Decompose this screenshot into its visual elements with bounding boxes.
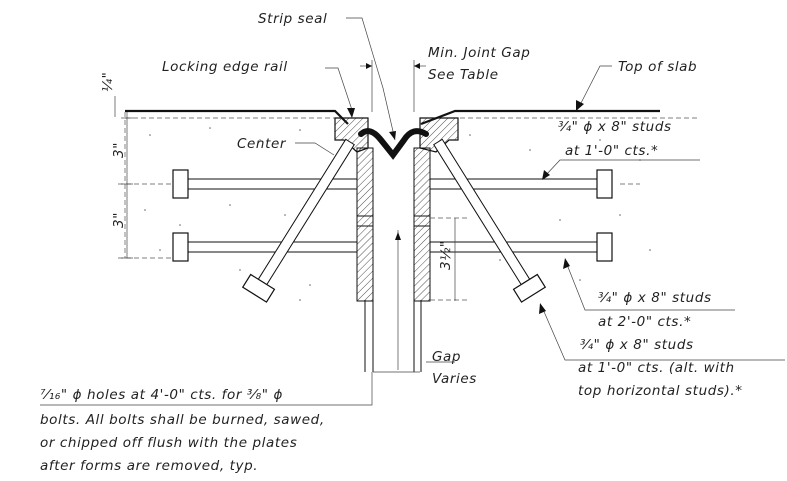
studs-top-line2: at 1'-0" cts.* (565, 143, 658, 159)
locking-edge-rail-label: Locking edge rail (162, 59, 288, 75)
studs-top-line1: ¾" ϕ x 8" studs (558, 119, 672, 135)
leader-lines (40, 17, 785, 406)
vertical-plate-left (356, 147, 374, 372)
strip-seal-label: Strip seal (258, 11, 327, 27)
studs-mid-line2: at 2'-0" cts.* (598, 314, 691, 330)
dim-3-inch-lower: 3" (111, 212, 127, 228)
center-label: Center (237, 136, 287, 152)
dim-3-inch-upper: 3" (111, 142, 127, 158)
studs-low-line1: ¾" ϕ x 8" studs (580, 337, 694, 353)
dimension-lines (114, 60, 470, 373)
note-line2: bolts. All bolts shall be burned, sawed, (40, 412, 325, 428)
concrete-slab (118, 109, 700, 301)
note-line4: after forms are removed, typ. (40, 458, 258, 474)
horizontal-studs (172, 169, 613, 262)
dim-3-half-inch: 3½" (438, 240, 454, 270)
varies-label: Varies (432, 371, 477, 387)
studs-low-line3: top horizontal studs).* (578, 383, 743, 399)
min-joint-gap-label: Min. Joint Gap (428, 45, 530, 61)
studs-mid-line1: ¾" ϕ x 8" studs (598, 290, 712, 306)
see-table-label: See Table (428, 67, 499, 83)
note-line1: ⁷⁄₁₆" ϕ holes at 4'-0" cts. for ³⁄₈" ϕ (40, 387, 283, 403)
note-line3: or chipped off flush with the plates (40, 435, 297, 451)
vertical-plate-right (413, 147, 431, 372)
gap-label: Gap (432, 349, 461, 365)
diagonal-stud-right (433, 138, 547, 303)
strip-seal (358, 128, 429, 160)
top-of-slab-label: Top of slab (618, 59, 697, 75)
studs-low-line2: at 1'-0" cts. (alt. with (578, 360, 735, 376)
dim-quarter-inch: ¼" (100, 72, 116, 93)
diagonal-stud-left (241, 138, 355, 303)
